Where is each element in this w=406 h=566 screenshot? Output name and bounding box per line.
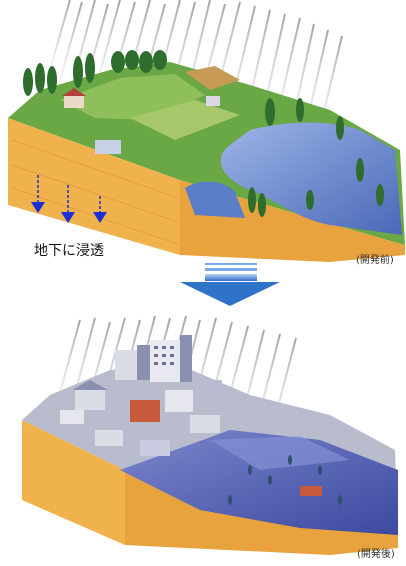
water-surface-highlight [210, 436, 350, 470]
before-development-scene [8, 0, 405, 262]
urban-ground-cross-section [22, 420, 125, 545]
pond [185, 181, 245, 218]
dirt-field [185, 66, 240, 90]
farm-field [130, 100, 240, 140]
forest-trees [23, 50, 384, 217]
after-development-scene [22, 315, 398, 555]
farmhouses [62, 88, 220, 154]
infiltration-arrow-icon [31, 175, 107, 223]
transition-arrow-icon [180, 263, 280, 306]
infiltration-label: 地下に浸透 [34, 243, 104, 259]
caption-before-development: (開発前) [356, 255, 394, 266]
ground-cross-section [8, 118, 180, 255]
river [220, 122, 402, 235]
flooded-trees [228, 455, 342, 505]
caption-after-development: (開発後) [357, 549, 395, 560]
